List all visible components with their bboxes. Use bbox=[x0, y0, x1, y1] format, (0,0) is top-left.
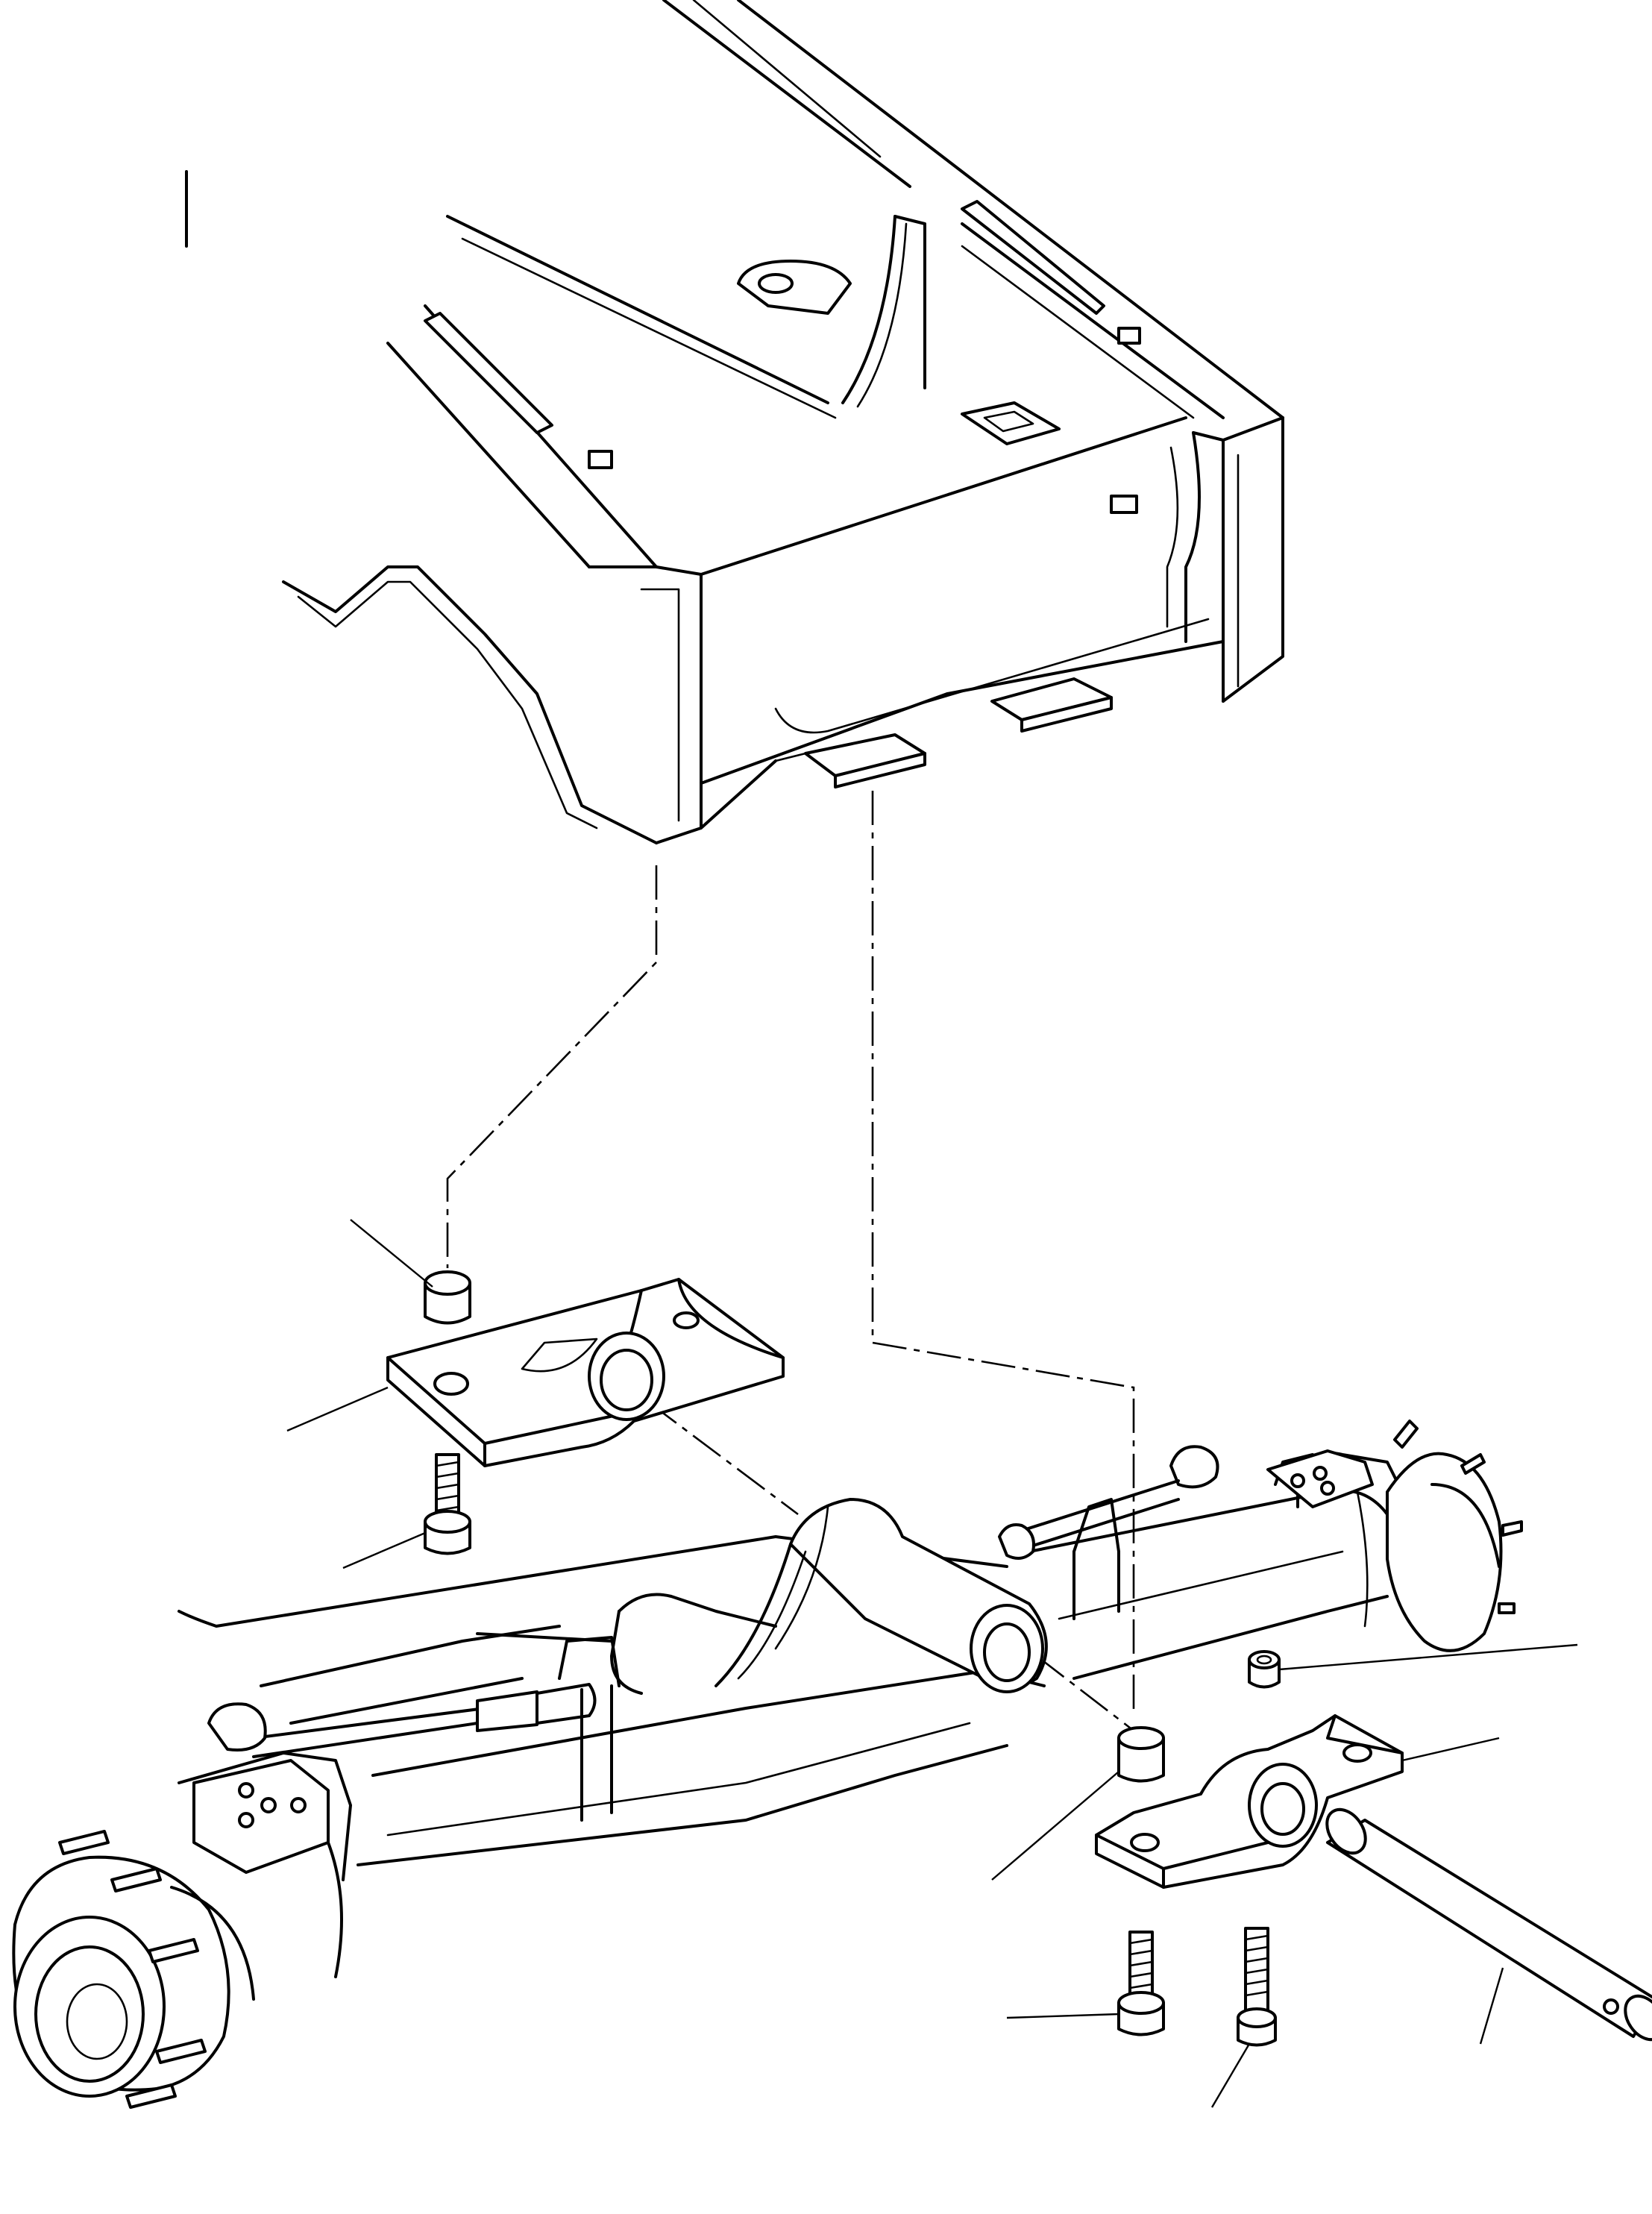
upper-bushing bbox=[350, 1219, 471, 1325]
lower-cap-screw-right bbox=[1210, 1927, 1277, 2108]
lower-nut bbox=[1248, 1643, 1578, 1689]
upper-cap-screw bbox=[342, 1453, 471, 1569]
upper-support-bracket bbox=[286, 1278, 785, 1467]
pivot-pin bbox=[1325, 1807, 1652, 2045]
assembly-centerlines bbox=[446, 791, 1135, 1732]
front-axle-assembly bbox=[12, 1420, 1523, 2109]
frame-rear-section bbox=[185, 0, 1284, 844]
lower-support-bracket bbox=[1095, 1714, 1500, 1889]
lower-cap-screw-left bbox=[1006, 1931, 1165, 2036]
lower-bushing bbox=[991, 1726, 1165, 1881]
